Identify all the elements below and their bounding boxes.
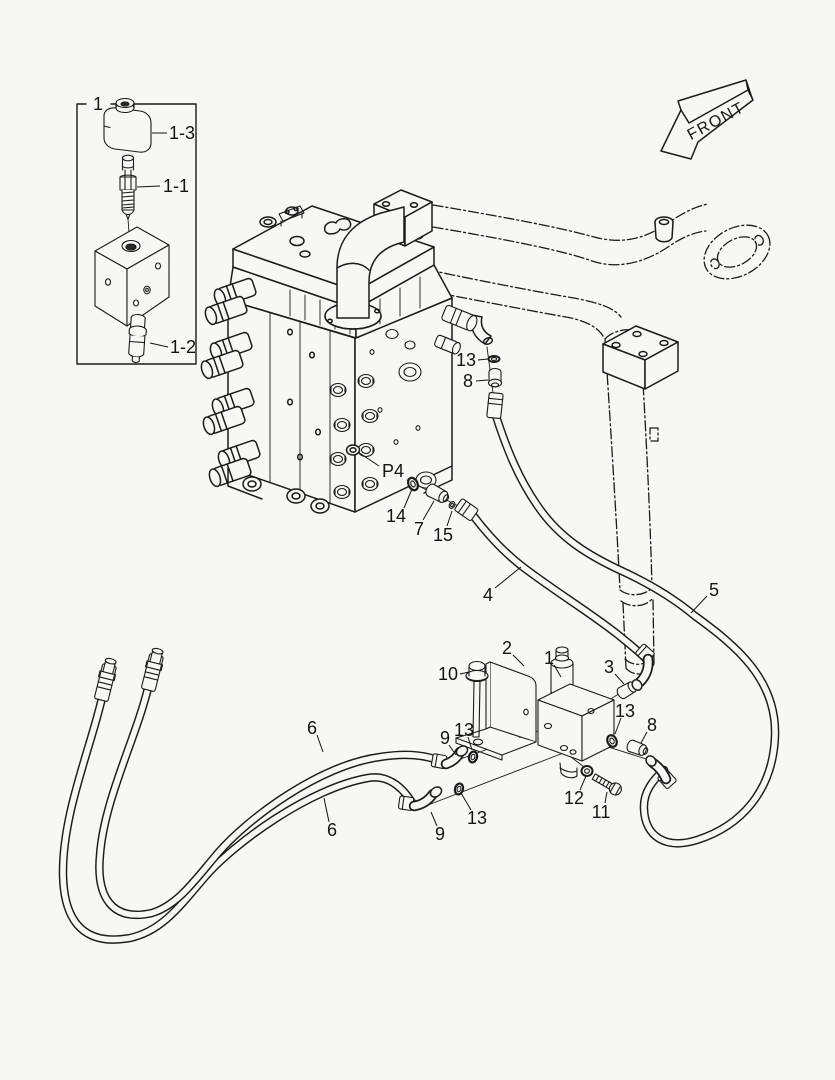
callout-oring-13-right: 13: [615, 701, 635, 721]
hoses: [58, 411, 780, 944]
main-control-valve: [200, 189, 478, 514]
leader-hose-5: [690, 595, 708, 614]
hose-4-ferrule: [454, 498, 479, 521]
callout-fitting-7: 7: [414, 519, 424, 539]
leader-fitting-8-top: [475, 379, 489, 382]
leader-oring-13-top: [477, 358, 489, 361]
inset-valve-block: [94, 226, 170, 337]
fitting-8-top: [487, 367, 503, 388]
leader-oring-13-left-upper: [467, 736, 473, 751]
oring-13-right: [606, 734, 618, 748]
leader-hose-4: [494, 566, 522, 589]
callout-solenoid-valve-1: 1: [544, 648, 554, 668]
spool-caps: [200, 277, 261, 488]
bolt-11: [591, 773, 622, 796]
hex-plugs: [329, 328, 437, 500]
solenoid-coil-1-3: [103, 97, 152, 153]
callout-hose-5: 5: [709, 580, 719, 600]
leader-hose-6-lower: [323, 797, 330, 823]
leader-oring-14: [403, 488, 413, 509]
p4-port: [345, 444, 361, 456]
callout-bolt-11: 11: [592, 802, 611, 822]
leader-fitting-3: [614, 673, 625, 685]
callout-part-1-2: 1-2: [170, 337, 196, 357]
callout-oring-13-top: 13: [456, 350, 476, 370]
callout-elbow-9-upper: 9: [440, 728, 450, 748]
leader-solenoid-valve-1: [553, 664, 562, 678]
fitting-7: [425, 483, 450, 503]
callout-oring-13-left-upper: 13: [454, 720, 474, 740]
side-fitting: [434, 334, 461, 355]
fittings-and-seals: [94, 355, 504, 702]
leader-port-p4: [357, 451, 380, 467]
leader-oring-13-right: [614, 717, 622, 735]
callout-washer-12: 12: [564, 788, 584, 808]
hose-6-upper-path: [95, 683, 451, 919]
callout-oring-13-left-lower: 13: [467, 808, 487, 828]
callout-oring-14: 14: [386, 506, 406, 526]
mounting-bracket-2: [455, 661, 537, 761]
leader-bolt-10: [459, 671, 470, 675]
pipe-flange-and-ports: [470, 216, 679, 390]
callout-hose-6-lower: 6: [327, 820, 337, 840]
leader-ring-15: [446, 510, 453, 527]
leader-fitting-8-right: [640, 731, 648, 744]
leader-part-1-1: [136, 185, 161, 188]
callout-fitting-8-top: 8: [463, 371, 473, 391]
oring-13-left-upper: [467, 750, 479, 764]
callout-port-p4: P4: [382, 461, 404, 481]
side-fitting: [441, 304, 478, 332]
hose-5-top-ferrule: [486, 391, 504, 420]
callout-bolt-10: 10: [438, 664, 458, 684]
leader-oring-13-left-lower: [460, 792, 472, 811]
hose-end-fitting: [94, 657, 117, 702]
solenoid-valve-assembly: [397, 643, 677, 812]
solenoid-stem-1-1: [119, 154, 137, 240]
ring-15: [448, 501, 456, 509]
leader-fitting-7: [422, 500, 435, 521]
front-direction-arrow: FRONT: [660, 79, 754, 160]
bolt-10: [465, 660, 489, 738]
fitting-8-right: [626, 739, 649, 756]
relief-cartridge-1-2: [128, 313, 147, 364]
callout-inset-assembly-1: 1: [93, 94, 103, 114]
callout-hose-4: 4: [483, 585, 493, 605]
inset-detail-box: [76, 97, 197, 365]
callout-part-1-1: 1-1: [163, 176, 189, 196]
hose-end-fitting: [141, 647, 164, 692]
washer-12: [580, 765, 594, 777]
oring-14: [406, 476, 420, 492]
callout-fitting-3: 3: [604, 657, 614, 677]
callout-ring-15: 15: [433, 525, 453, 545]
leader-elbow-9-upper: [448, 744, 457, 756]
hose-5-path: [491, 411, 780, 848]
hose-6-lower-path: [58, 693, 419, 944]
leader-part-1-2: [149, 342, 169, 348]
leader-bracket-2: [512, 654, 525, 667]
callout-fitting-8-right: 8: [647, 715, 657, 735]
callout-part-1-3: 1-3: [169, 123, 195, 143]
callout-bracket-2: 2: [502, 638, 512, 658]
callout-hose-6-upper: 6: [307, 718, 317, 738]
oring-13-left-lower: [453, 782, 465, 796]
leader-hose-6-upper: [316, 734, 324, 753]
callout-elbow-9-lower: 9: [435, 824, 445, 844]
leader-bolt-11: [604, 791, 608, 804]
valve-outlet-elbow: [324, 206, 405, 330]
leader-elbow-9-lower: [430, 811, 438, 827]
leader-washer-12: [579, 775, 587, 791]
inset-border: [76, 103, 197, 365]
